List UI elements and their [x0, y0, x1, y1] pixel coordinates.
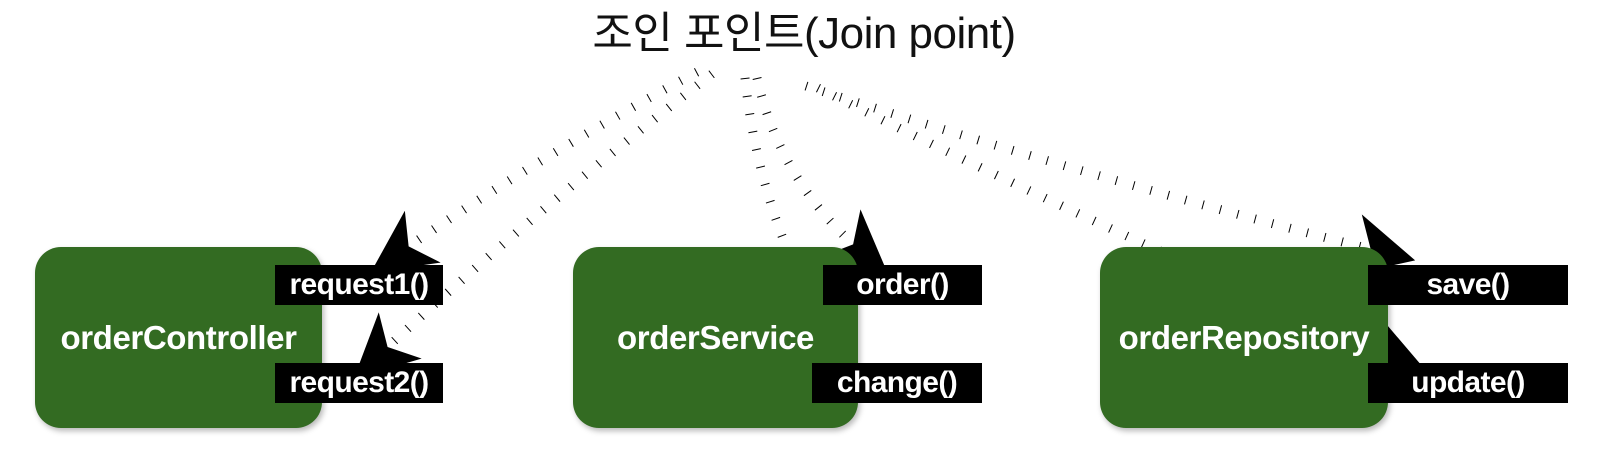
- arrow-to-save: [804, 81, 1416, 276]
- component-order-controller[interactable]: orderController: [35, 247, 322, 428]
- method-box-request2[interactable]: request2(): [275, 363, 443, 403]
- method-label-request2: request2(): [289, 366, 429, 399]
- method-label-request1: request1(): [289, 268, 429, 301]
- method-label-order: order(): [856, 268, 949, 301]
- component-label-order-repository: orderRepository: [1118, 318, 1370, 356]
- method-box-update[interactable]: update(): [1368, 363, 1568, 403]
- method-label-update: update(): [1411, 366, 1525, 399]
- component-order-repository[interactable]: orderRepository: [1100, 247, 1388, 428]
- arrow-to-request1: [370, 68, 700, 273]
- method-box-order[interactable]: order(): [823, 265, 982, 305]
- arrow-to-order: [752, 77, 889, 275]
- method-box-save[interactable]: save(): [1368, 265, 1568, 305]
- method-label-change: change(): [836, 366, 958, 399]
- method-label-save: save(): [1426, 268, 1510, 301]
- component-label-order-controller: orderController: [60, 318, 297, 356]
- method-box-change[interactable]: change(): [812, 363, 982, 403]
- diagram-title: 조인 포인트(Join point): [592, 9, 1016, 58]
- method-box-request1[interactable]: request1(): [275, 265, 443, 305]
